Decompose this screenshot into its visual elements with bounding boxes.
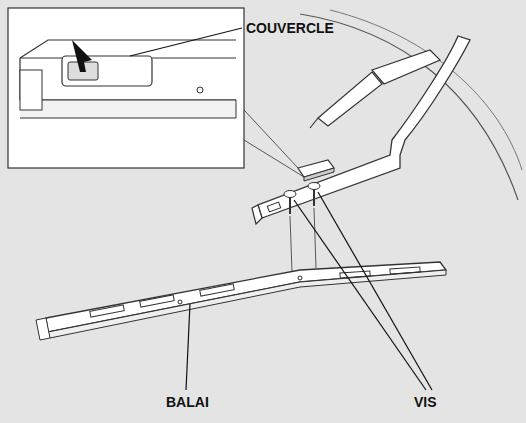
windshield-edge (300, 14, 518, 200)
inset-line (244, 140, 304, 177)
leader-line (318, 192, 432, 390)
leader-line (186, 304, 190, 390)
wiper-arm (252, 36, 470, 224)
part-label: COUVERCLE (246, 20, 334, 36)
cover (298, 160, 334, 181)
leader-line (130, 28, 242, 56)
detail-inset (8, 8, 244, 168)
press-arrow (72, 40, 92, 72)
part-label: VIS (414, 394, 437, 410)
assembly-line (290, 216, 292, 272)
wiper-blade (36, 262, 446, 340)
assembly-line (314, 208, 316, 268)
screw (284, 183, 320, 215)
inset-line (244, 110, 298, 168)
leader-line (294, 200, 426, 390)
part-label: BALAI (166, 394, 209, 410)
